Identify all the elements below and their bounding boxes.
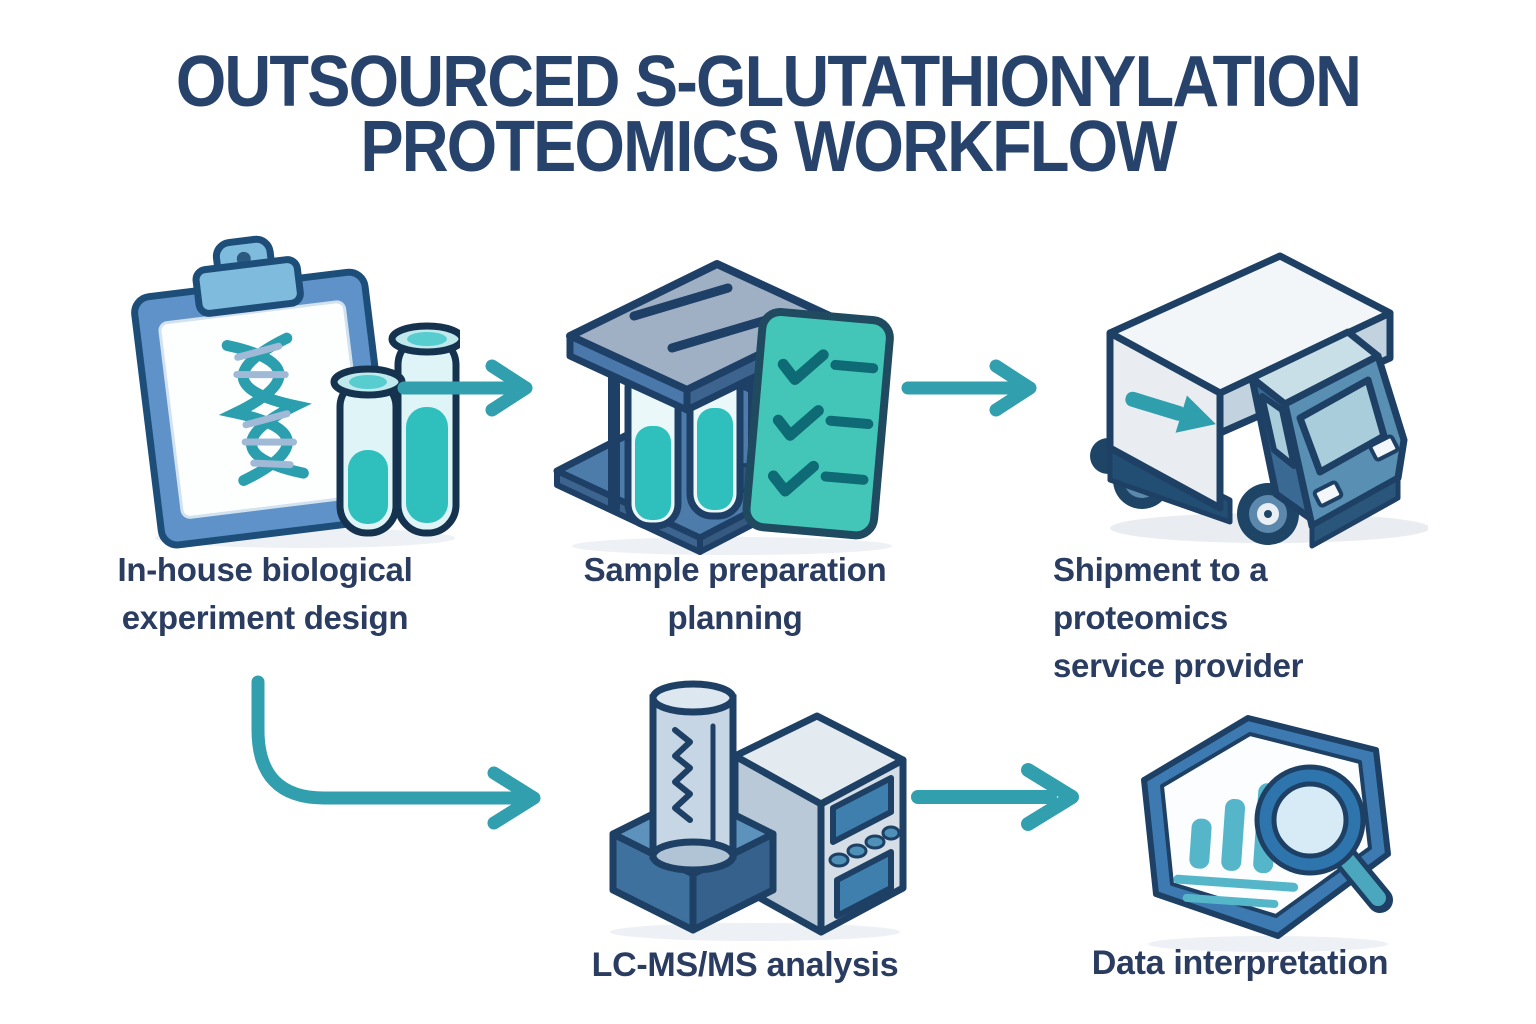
- step-2: [542, 256, 894, 556]
- chart-magnifier-icon: [1141, 715, 1393, 952]
- arrow-right-icon: [397, 359, 533, 417]
- curved-arrow-icon: [251, 675, 541, 830]
- step-4-label: LC-MS/MS analysis: [591, 946, 899, 984]
- page-title-line1: OUTSOURCED S-GLUTATHIONYLATION: [175, 42, 1362, 122]
- instrument-buttons: [828, 825, 901, 868]
- sample-rack-checklist-icon: [553, 260, 894, 555]
- step-5-label: Data interpretation: [1091, 944, 1389, 982]
- checklist-icon: [742, 307, 894, 540]
- arrow-right-icon: [901, 359, 1037, 417]
- instrument-screen: [830, 775, 894, 845]
- step-3: [1080, 228, 1428, 550]
- page-title: OUTSOURCED S-GLUTATHIONYLATION PROTEOMIC…: [77, 42, 1459, 187]
- step-3-label: Shipment to a proteomics service provide…: [1053, 551, 1304, 684]
- connector-2-3: [900, 356, 1050, 420]
- connector-1-4: [226, 668, 558, 830]
- delivery-truck-icon: [1090, 252, 1428, 549]
- step-5: [1128, 702, 1406, 954]
- shipping-arrow-icon: [1125, 391, 1216, 433]
- step-1-label: In-house biological experiment design: [117, 551, 413, 636]
- step-4: [585, 658, 917, 943]
- magnifier-icon: [1254, 764, 1393, 913]
- connector-4-5: [910, 760, 1098, 834]
- test-tube-icon: [330, 365, 406, 537]
- arrow-right-icon: [911, 763, 1079, 831]
- connector-1-2: [396, 356, 546, 420]
- page-title-line2: PROTEOMICS WORKFLOW: [360, 107, 1177, 187]
- lc-ms-instrument-icon: [609, 680, 907, 941]
- step-2-label: Sample preparation planning: [583, 551, 887, 636]
